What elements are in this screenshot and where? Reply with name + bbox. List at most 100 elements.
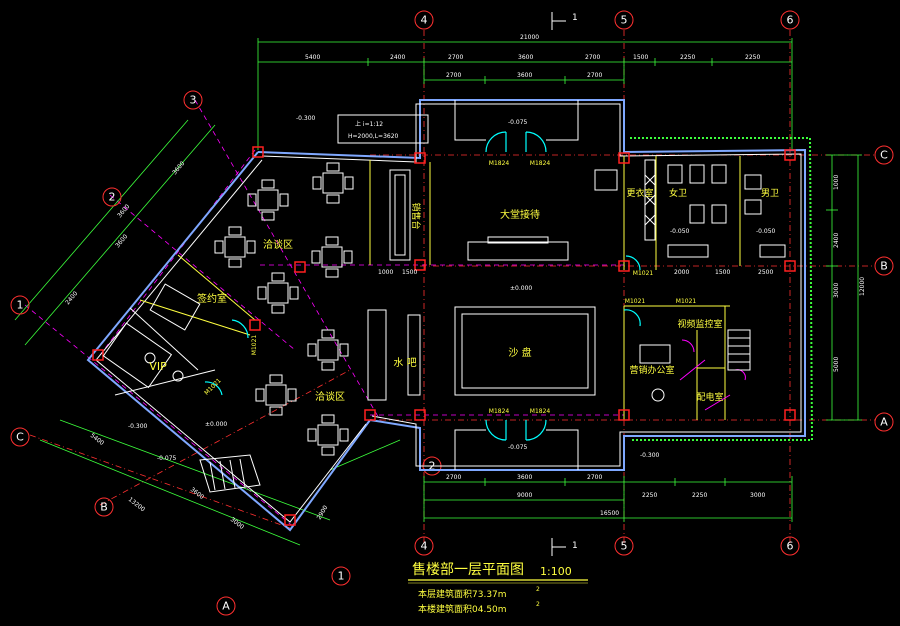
- axis-bottom-4: 4: [421, 540, 428, 553]
- room-negotiation-2: 洽谈区: [315, 390, 345, 403]
- room-female: 女卫: [669, 187, 687, 199]
- dim-top-5: 2700: [585, 54, 600, 61]
- furniture: 上 i=1:12 H=2000,L=3620: [102, 100, 786, 493]
- building-walls: [86, 99, 806, 532]
- dim-top-2: 2400: [390, 54, 405, 61]
- dim-top-4: 3600: [518, 54, 533, 61]
- dim-right-4: 5000: [833, 357, 840, 372]
- dimension-mid: 1000 1500 2000 1500 2500: [378, 269, 773, 276]
- door-m1021-a: M1021: [633, 270, 654, 277]
- door-m1824-top-a: M1824: [489, 160, 510, 167]
- level-4: -0.050: [670, 228, 690, 235]
- area-note-building: 本楼建筑面积04.50m: [418, 603, 507, 615]
- level-7: -0.300: [640, 452, 660, 459]
- room-sales-office: 营销办公室: [629, 364, 674, 376]
- room-hall: 大堂接待: [500, 208, 540, 221]
- dimension-bottom: 2700 3600 2700 2250 2250 3000 9000 16500: [423, 474, 793, 522]
- axis-bottom-5: 5: [621, 540, 628, 553]
- axis-diag-b: B: [100, 501, 108, 514]
- drawing-title: 售楼部一层平面图: [412, 562, 524, 578]
- dim-right-3: 3000: [833, 283, 840, 298]
- dim-top-r2-1: 2700: [446, 72, 461, 79]
- axis-bottom-6: 6: [787, 540, 794, 553]
- axis-right-b: B: [880, 260, 888, 273]
- dim-mid-3: 2000: [674, 269, 689, 276]
- dim-top-total: 21000: [520, 34, 539, 41]
- dim-bottom-mid: 9000: [517, 492, 532, 499]
- room-negotiation-1: 洽谈区: [263, 238, 293, 251]
- room-sand-table: 沙 盘: [508, 346, 531, 359]
- room-vip: VIP: [149, 360, 167, 373]
- door-m1824-top-b: M1824: [530, 160, 551, 167]
- ramp-label: 上 i=1:12: [355, 120, 383, 128]
- dim-mid-5: 2500: [758, 269, 773, 276]
- axis-lines: [24, 30, 875, 545]
- room-male: 男卫: [761, 188, 779, 199]
- level-1: -0.300: [296, 115, 316, 122]
- axis-top-5: 5: [621, 14, 628, 27]
- area-note-building-sup: 2: [536, 601, 540, 608]
- room-reception: 销售台: [410, 202, 422, 229]
- dim-diag-8: 3000: [229, 516, 245, 531]
- door-m1824-bottom-b: M1824: [530, 408, 551, 415]
- level-8: ±0.000: [205, 421, 227, 428]
- dim-mid-4: 1500: [715, 269, 730, 276]
- ramp-sub: H=2000,L=3620: [348, 133, 399, 140]
- dim-diag-3: 3600: [114, 233, 129, 249]
- dim-diag-6: 13200: [127, 496, 146, 513]
- dim-diag-9: 2900: [316, 504, 330, 521]
- dimension-diagonal: 3600 3600 3600 2400 5400 13200 3600 3000…: [14, 119, 401, 546]
- room-monitor: 视频监控室: [677, 318, 722, 330]
- area-note-floor: 本层建筑面积73.37m: [418, 588, 507, 600]
- dim-right-1: 1000: [833, 175, 840, 190]
- door-m1021-b: M1021: [625, 298, 646, 305]
- section-mark-top: 1: [572, 13, 578, 23]
- area-note-floor-sup: 2: [536, 586, 540, 593]
- axis-diag-c: C: [16, 431, 24, 444]
- dim-top-6: 1500: [633, 54, 648, 61]
- door-m1021-vip: M1021: [203, 377, 223, 397]
- room-changing: 更衣室: [626, 187, 653, 199]
- axis-top-4: 4: [421, 14, 428, 27]
- table-set: [214, 162, 354, 456]
- dim-diag-2: 3600: [116, 203, 131, 219]
- axis-diag-3: 3: [190, 94, 197, 107]
- dim-top-3: 2700: [448, 54, 463, 61]
- dim-diag-4: 2400: [64, 290, 79, 306]
- dim-bottom-5: 2250: [692, 492, 707, 499]
- dim-bottom-6: 3000: [750, 492, 765, 499]
- dim-top-7: 2250: [680, 54, 695, 61]
- axis-right-c: C: [880, 149, 888, 162]
- dim-bottom-total: 16500: [600, 510, 619, 517]
- room-water-bar: 水 吧: [393, 357, 416, 369]
- level-marks: -0.300 -0.075 ±0.000 -0.050 -0.050 -0.07…: [128, 115, 776, 462]
- doors: M1824 M1824 M1824 M1824 M1021 M1021 M102…: [203, 131, 696, 441]
- dim-diag-7: 3600: [189, 486, 205, 501]
- room-contract: 签约室: [197, 292, 227, 305]
- axis-diag-a: A: [222, 600, 230, 613]
- axis-right-a: A: [880, 416, 888, 429]
- planting-border: [630, 137, 814, 441]
- dim-diag-1: 3600: [171, 160, 186, 176]
- dim-mid-1: 1000: [378, 269, 393, 276]
- level-9: -0.300: [128, 423, 148, 430]
- dimension-right: 1000 2400 3000 5000 12000: [826, 154, 866, 421]
- room-power: 配电室: [696, 391, 723, 403]
- dim-top-1: 5400: [305, 54, 320, 61]
- axis-diag-2: 2: [109, 191, 116, 204]
- dim-bottom-2: 3600: [517, 474, 532, 481]
- axis-top-6: 6: [787, 14, 794, 27]
- drawing-scale: 1:100: [540, 565, 572, 578]
- stair-right: [727, 329, 751, 371]
- level-5: -0.050: [756, 228, 776, 235]
- level-6: -0.075: [508, 444, 528, 451]
- door-m1824-bottom-a: M1824: [489, 408, 510, 415]
- level-10: -0.075: [157, 455, 177, 462]
- level-2: -0.075: [508, 119, 528, 126]
- level-3: ±0.000: [510, 285, 532, 292]
- dim-right-total: 12000: [859, 277, 866, 296]
- dim-right-2: 2400: [833, 233, 840, 248]
- dim-bottom-3: 2700: [587, 474, 602, 481]
- stair-wing: [199, 454, 261, 493]
